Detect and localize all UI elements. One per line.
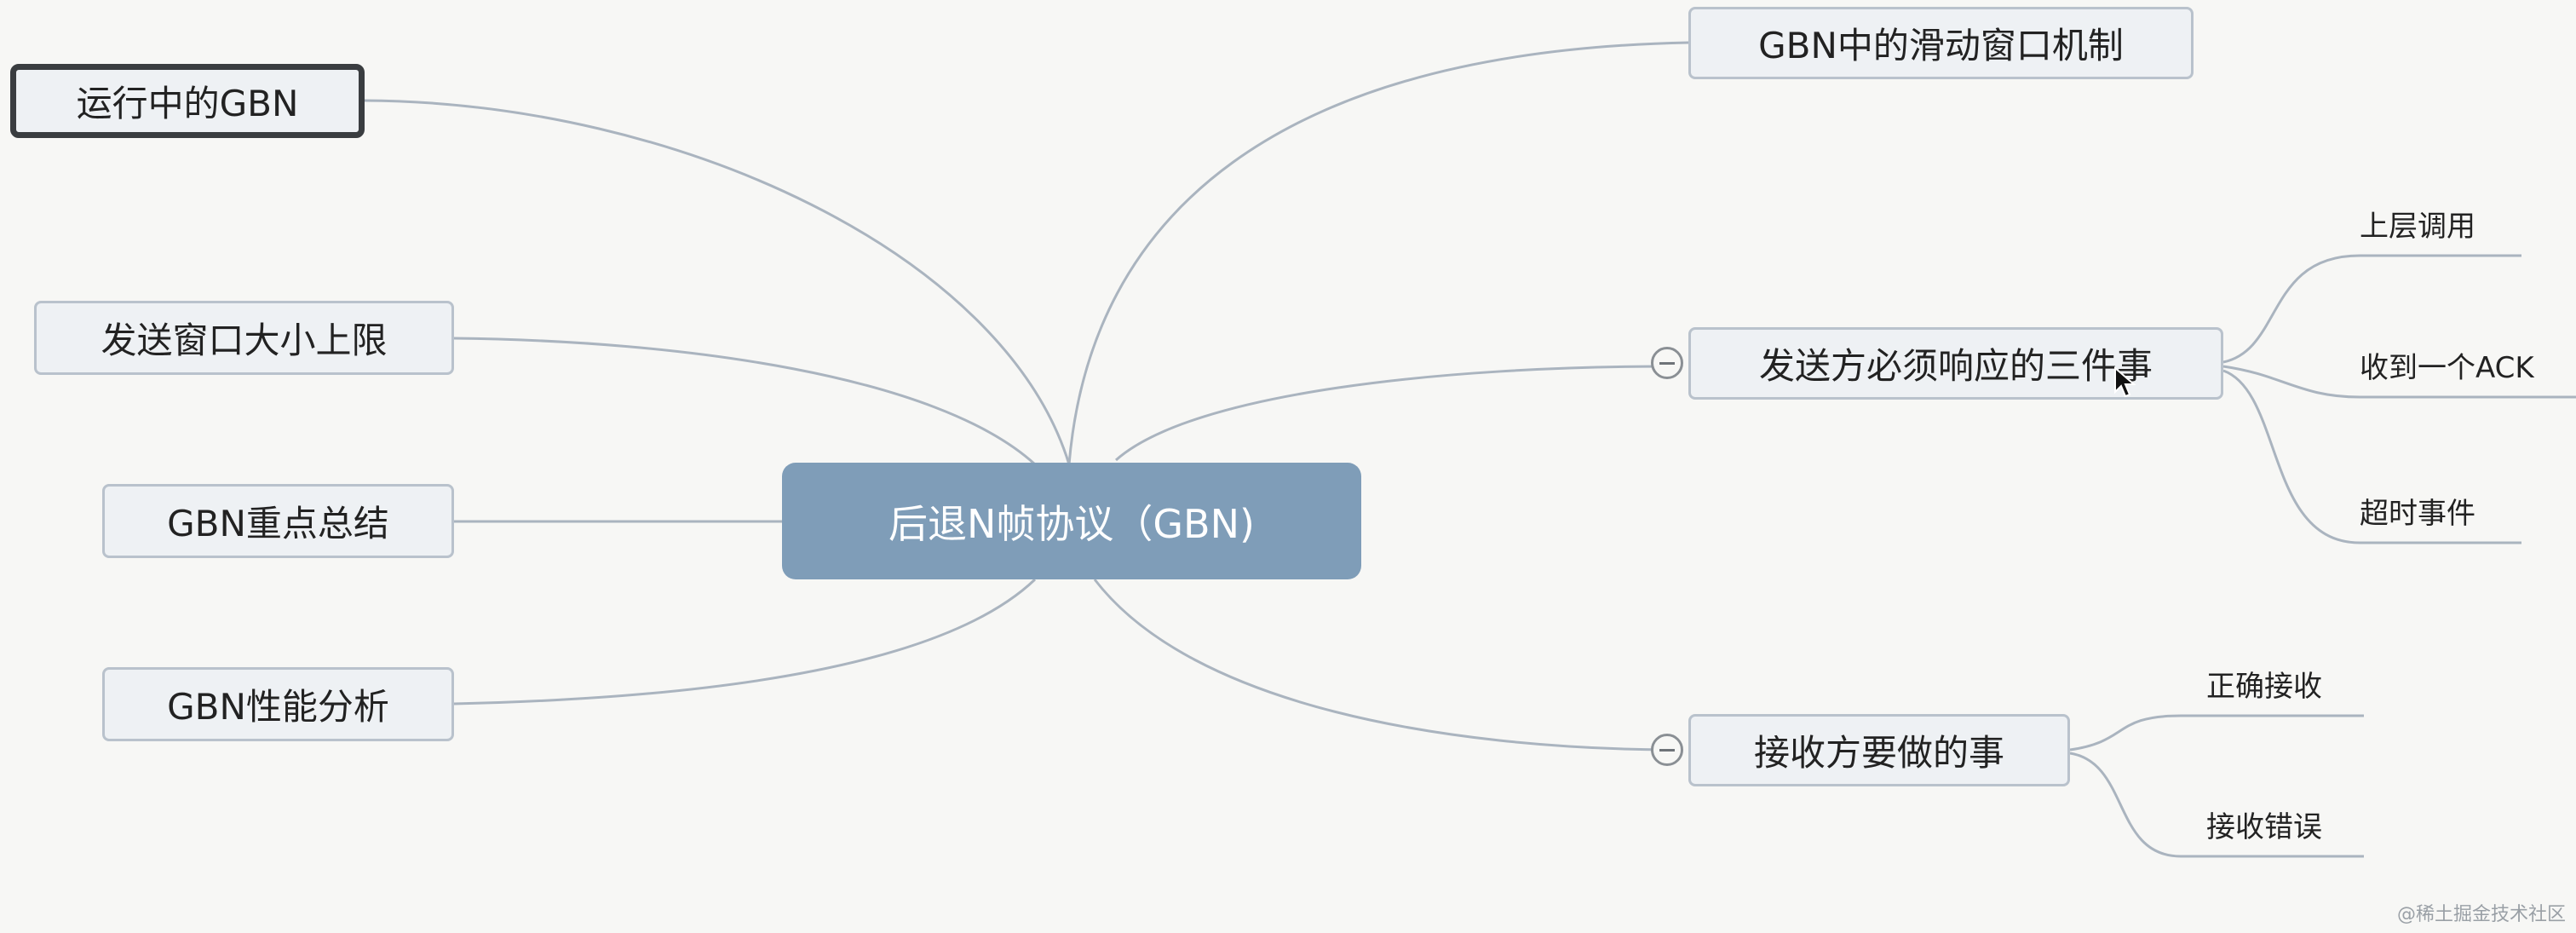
subtopic-correct-receive[interactable]: 正确接收: [2206, 663, 2322, 705]
connector-line: [364, 99, 1071, 465]
topic-gbn-summary[interactable]: GBN重点总结: [102, 484, 454, 558]
connector-line: [1067, 41, 1689, 465]
topic-label: 发送方必须响应的三件事: [1758, 345, 2153, 387]
topic-sliding-window[interactable]: GBN中的滑动窗口机制: [1688, 7, 2194, 79]
subtopic-label: 超时事件: [2360, 497, 2475, 531]
topic-label: 运行中的GBN: [76, 83, 299, 124]
topic-label: 发送窗口大小上限: [101, 320, 388, 361]
topic-label: GBN性能分析: [167, 686, 389, 728]
connector-line: [453, 578, 1037, 706]
connector-line: [2222, 254, 2521, 364]
topic-receiver[interactable]: 接收方要做的事: [1688, 714, 2070, 786]
mouse-pointer-icon: [2114, 366, 2136, 398]
topic-sender-events[interactable]: 发送方必须响应的三件事: [1688, 327, 2223, 400]
connector-line: [2222, 365, 2576, 399]
collapse-toggle-icon[interactable]: [1651, 734, 1683, 766]
connector-line: [453, 337, 1037, 466]
collapse-toggle-icon[interactable]: [1651, 347, 1683, 379]
subtopic-receive-error[interactable]: 接收错误: [2206, 803, 2322, 845]
topic-gbn-performance[interactable]: GBN性能分析: [102, 667, 454, 741]
subtopic-label: 接收错误: [2206, 810, 2322, 844]
connector-line: [2222, 369, 2521, 544]
connector-line: [2069, 714, 2364, 752]
watermark: @稀土掘金技术社区: [2396, 904, 2566, 925]
subtopic-label: 正确接收: [2206, 670, 2322, 704]
topic-label: GBN中的滑动窗口机制: [1758, 25, 2124, 66]
subtopic-upper-layer-call[interactable]: 上层调用: [2360, 203, 2475, 245]
topic-label: 接收方要做的事: [1753, 732, 2004, 774]
subtopic-receive-ack[interactable]: 收到一个ACK: [2360, 344, 2534, 386]
connector-line: [1093, 579, 1669, 752]
central-topic[interactable]: 后退N帧协议（GBN): [782, 463, 1361, 579]
subtopic-timeout-event[interactable]: 超时事件: [2360, 490, 2475, 532]
subtopic-label: 上层调用: [2360, 210, 2475, 244]
topic-label: GBN重点总结: [167, 503, 389, 544]
connector-line: [1115, 365, 1669, 462]
topic-send-window-limit[interactable]: 发送窗口大小上限: [34, 301, 454, 375]
subtopic-label: 收到一个ACK: [2360, 351, 2534, 385]
topic-running-gbn[interactable]: 运行中的GBN: [10, 64, 365, 138]
central-topic-label: 后退N帧协议（GBN): [888, 500, 1255, 547]
connector-line: [2069, 752, 2364, 858]
